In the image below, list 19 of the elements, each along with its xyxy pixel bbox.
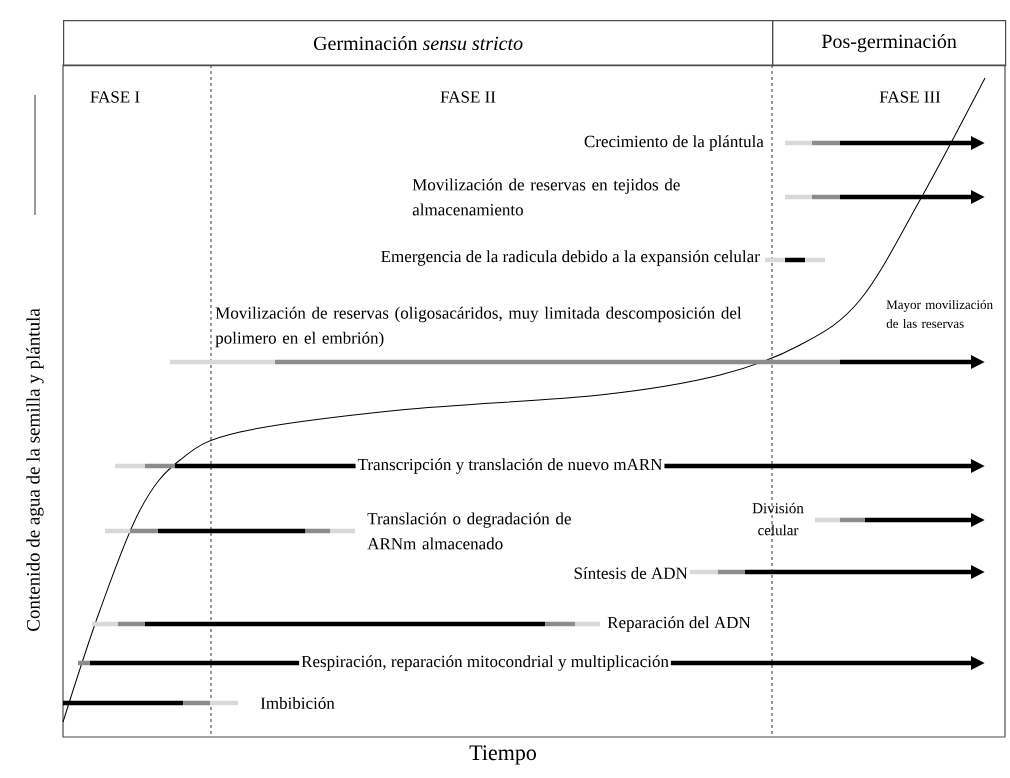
process-label: Respiración, reparación mitocondrial y multiplicación [299,653,671,673]
header-cell: Germinación sensu stricto [63,20,774,67]
process-label: Imbibición [260,697,335,709]
process-label: Emergencia de la radicula debido a la expansión celular [381,250,760,266]
phase-label: FASE III [879,91,941,103]
process-label: División celular [752,502,804,536]
process-label: Reparación del ADN [607,616,751,632]
process-label: Translación o degradación de ARNm almacenado [367,512,571,550]
process-label: Mayor movilización de las reservas [886,299,993,329]
process-label: Crecimiento de la plántula [584,135,764,151]
process-label: Síntesis de ADN [574,567,688,579]
process-label: Transcripción y translación de nuevo mARN [355,456,665,476]
process-label: Movilización de reservas (oligosacáridos, muy limitada descomposición del polimero en el embrión) [215,306,742,348]
axis-label: Contenido de agua de la semilla y plántula [26,308,44,631]
phase-label: FASE II [440,91,496,103]
phase-label: FASE I [90,91,140,103]
process-label: Movilización de reservas en tejidos de almacenamiento [412,178,680,216]
header-cell: Pos-germinación [772,20,1007,67]
axis-label: Tiempo [469,745,536,765]
